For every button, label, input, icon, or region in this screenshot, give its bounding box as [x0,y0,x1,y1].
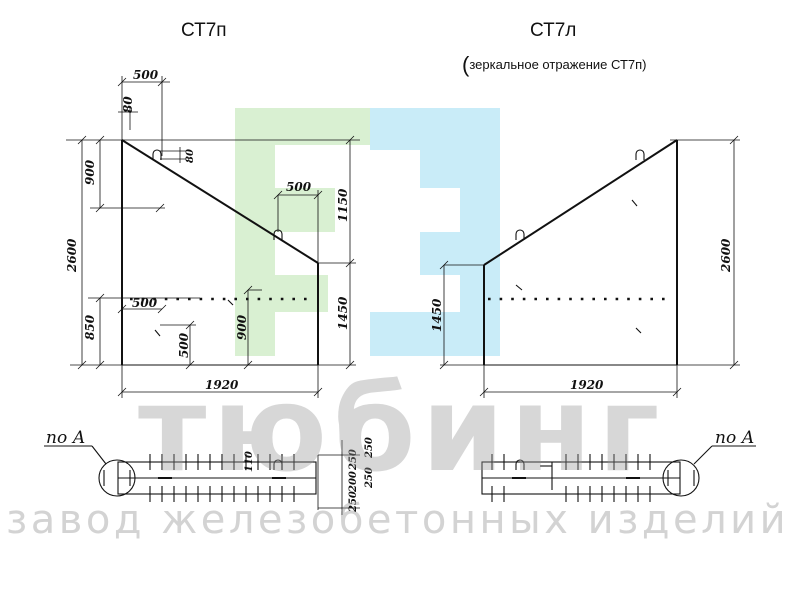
watermark-tagline: завод железобетонных изделий [6,497,790,543]
dim-tick [157,77,167,87]
left-section: 110 250 200 250 250 250 по А [44,428,375,515]
dim-tick [345,135,355,145]
dim-label: 500 [177,332,191,358]
dim-label: 1920 [205,378,239,392]
dim-tick [479,387,489,397]
dim-label: 250 [348,491,359,513]
dim-tick [439,260,449,270]
dim-tick [95,135,105,145]
dim-tick [439,360,449,370]
dim-label: 80 [121,96,135,113]
dim-tick [243,285,253,295]
dim-tick [273,190,283,200]
dim-label: 200 [348,471,359,493]
section-end [667,470,695,486]
label-po-a-left: по А [46,428,85,448]
dim-label: 1450 [336,296,350,330]
dim-tick [185,360,195,370]
dim-label: 900 [83,159,97,185]
dim-tick [95,360,105,370]
title-st7p: СТ7п [181,20,227,41]
watermark-brand: тюбинг [138,360,666,498]
dim-label: 2600 [65,238,79,273]
right-slope-edge [483,139,678,266]
rebar-ticks-bottom [149,486,295,502]
dim-label: 110 [244,451,255,472]
insert-mark [154,329,161,337]
lifting-loop [635,149,645,160]
dim-tick [345,360,355,370]
dim-label: 250 [348,449,359,471]
insert-mark [635,327,642,334]
insert-mark [631,199,638,207]
dim-tick [729,360,739,370]
logo-mark [235,108,500,356]
lifting-loop [515,229,525,240]
insert-mark [515,284,523,291]
dim-tick [313,387,323,397]
leader-line [91,445,107,465]
label-po-a-right: по А [715,428,754,448]
insert-mark [227,299,234,306]
rebar-ticks-top [491,454,651,470]
dim-tick [117,77,127,87]
dim-label: 250 [364,437,375,459]
subtitle-mirror: (зеркальное отражение СТ7п) [462,52,647,78]
right-section: по А [481,428,756,502]
dim-tick [243,360,253,370]
dim-tick [77,135,87,145]
dim-label: 500 [133,68,159,82]
dim-tick [729,135,739,145]
dim-tick [95,293,105,303]
dim-tick [672,387,682,397]
dim-tick [157,304,167,314]
detail-circle [98,459,136,497]
left-elevation: 500 80 80 900 2600 8 [65,68,360,398]
dim-label: 80 [185,149,196,163]
lifting-loop [515,459,525,470]
logo-green-block [235,108,370,356]
title-st7l: СТ7л [530,20,577,41]
dim-tick [117,304,127,314]
lifting-loop [152,149,162,160]
dim-tick [77,360,87,370]
subtitle-text: зеркальное отражение СТ7п [469,57,643,72]
leader-line [693,445,713,465]
dim-label: 1920 [570,378,604,392]
dim-tick [345,258,355,268]
logo-blue-block [370,108,500,356]
dim-label: 500 [132,296,158,310]
dim-label: 850 [83,314,97,340]
subtitle-close-paren: ) [642,57,647,72]
dim-label: 250 [364,467,375,489]
right-elevation: 1450 2600 1920 [430,135,740,398]
dim-tick [155,203,165,213]
subtitle-open-paren: ( [462,52,470,77]
dim-tick [117,387,127,397]
section-end [103,470,131,486]
dim-tick [185,320,195,330]
dim-label: 2600 [719,238,733,273]
detail-circle [662,459,700,497]
rebar-ticks-bottom [491,486,651,502]
dim-label: 900 [235,314,249,340]
dim-label: 1150 [336,188,350,222]
dim-label: 500 [286,180,312,194]
left-slope-edge [121,139,319,264]
dim-tick [95,203,105,213]
lifting-loop [273,459,283,470]
dim-label: 1450 [430,298,444,332]
